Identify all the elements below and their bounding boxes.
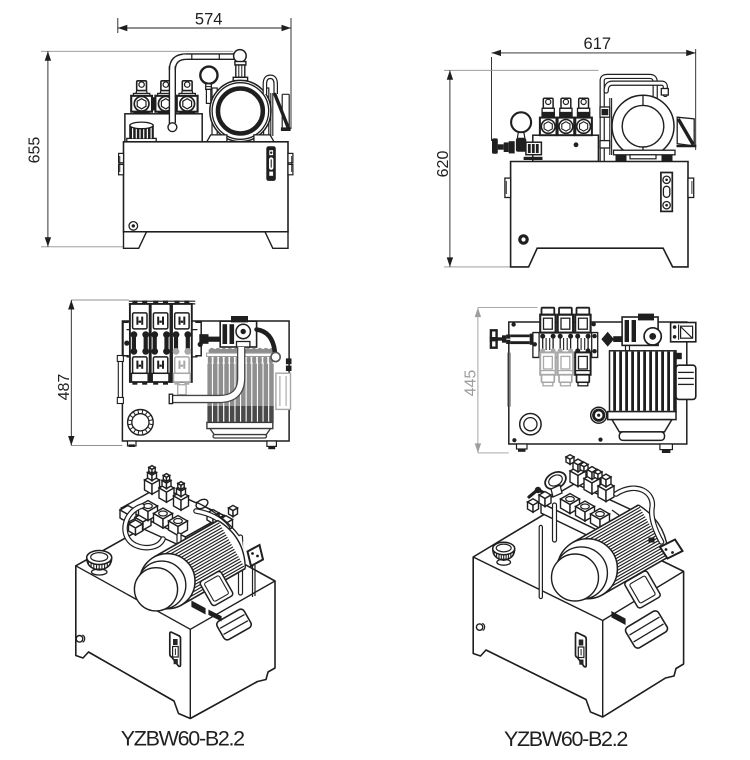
svg-text:617: 617 xyxy=(584,35,612,53)
svg-text:445: 445 xyxy=(463,370,480,397)
svg-text:YZBW60-B2.2: YZBW60-B2.2 xyxy=(121,726,244,750)
svg-text:574: 574 xyxy=(195,11,223,29)
svg-text:620: 620 xyxy=(435,151,452,178)
svg-text:487: 487 xyxy=(56,374,73,401)
svg-text:655: 655 xyxy=(27,137,44,164)
svg-text:YZBW60-B2.2: YZBW60-B2.2 xyxy=(504,727,627,751)
